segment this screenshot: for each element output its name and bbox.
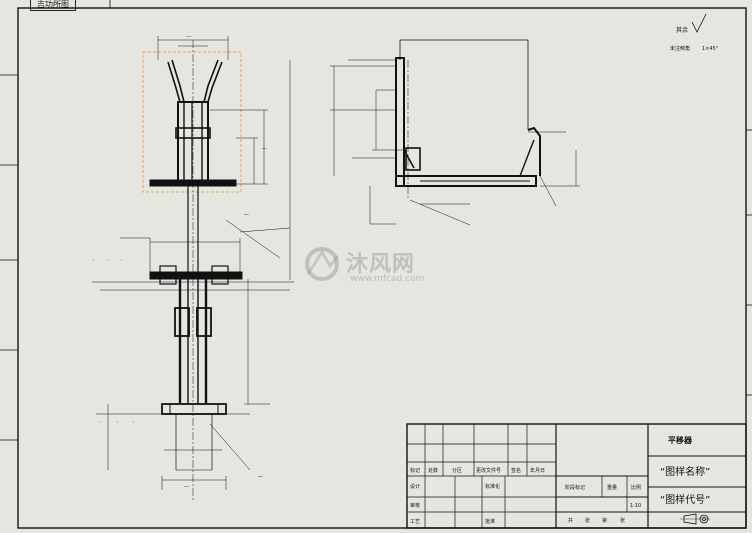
revision-headers: 标记 处数 分区 更改文件号 签名 年月日	[410, 467, 545, 474]
watermark-logo-icon	[305, 247, 340, 281]
watermark: 沐风网 www.mfcad.com	[300, 244, 460, 290]
role-labels: 设计 审核 工艺 标准化 批准	[410, 483, 500, 525]
svg-text:签名: 签名	[511, 467, 521, 474]
sheet-count-labels: 共 张 第 张	[568, 517, 625, 524]
roughness-label: 其余	[676, 26, 688, 34]
scale-value: 1:10	[630, 503, 641, 509]
watermark-url: www.mfcad.com	[350, 274, 425, 284]
svg-text:处数: 处数	[428, 467, 438, 474]
side-dimensions	[330, 59, 580, 226]
svg-text:共: 共	[568, 517, 573, 524]
svg-text:◦: ◦	[98, 420, 101, 426]
svg-text:第: 第	[602, 517, 607, 524]
svg-text:—: —	[244, 212, 249, 218]
front-dimensions	[92, 36, 294, 490]
svg-text:分区: 分区	[452, 467, 462, 474]
svg-text:◦: ◦	[132, 420, 135, 426]
selection-highlight[interactable]	[142, 51, 242, 193]
note-value: 1×45°	[702, 46, 719, 52]
company-name: 平移器	[668, 435, 693, 445]
svg-text:设计: 设计	[410, 483, 420, 490]
watermark-brand: 沐风网	[346, 252, 416, 277]
scale-label: 比例	[631, 484, 641, 491]
drawing-tab[interactable]: 吉功所图	[30, 0, 76, 11]
projection-symbol-icon	[680, 513, 710, 525]
svg-text:◦: ◦	[116, 420, 119, 426]
roughness-symbol-icon	[691, 13, 707, 33]
svg-text:批准: 批准	[485, 518, 495, 525]
svg-text:—: —	[262, 146, 267, 152]
svg-text:标记: 标记	[410, 467, 420, 474]
drawing-name: “图样名称”	[660, 465, 710, 478]
svg-text:年月日: 年月日	[530, 467, 545, 474]
svg-text:---: ---	[186, 34, 192, 40]
front-dim-text: --- — — ◦ ◦ ◦ ◦ ◦ ◦ — —	[92, 34, 267, 490]
svg-text:标准化: 标准化	[485, 483, 500, 490]
svg-text:工艺: 工艺	[410, 519, 420, 525]
drawing-frame	[17, 7, 747, 529]
weight-label: 重量	[607, 484, 617, 491]
stage-label: 阶段标记	[565, 484, 585, 491]
side-view	[395, 39, 541, 200]
title-block	[406, 423, 747, 529]
svg-text:审核: 审核	[410, 502, 420, 509]
svg-text:◦: ◦	[106, 258, 109, 264]
svg-text:—: —	[258, 474, 263, 480]
svg-text:◦: ◦	[92, 258, 95, 264]
svg-text:张: 张	[585, 517, 590, 524]
svg-text:更改文件号: 更改文件号	[476, 467, 501, 474]
drawing-code: “图样代号”	[660, 493, 710, 506]
note-label: 未注倒角	[670, 45, 690, 52]
svg-text:张: 张	[620, 517, 625, 524]
svg-text:◦: ◦	[120, 258, 123, 264]
svg-text:—: —	[184, 484, 189, 490]
zone-ticks	[0, 0, 752, 441]
front-view	[142, 40, 243, 500]
